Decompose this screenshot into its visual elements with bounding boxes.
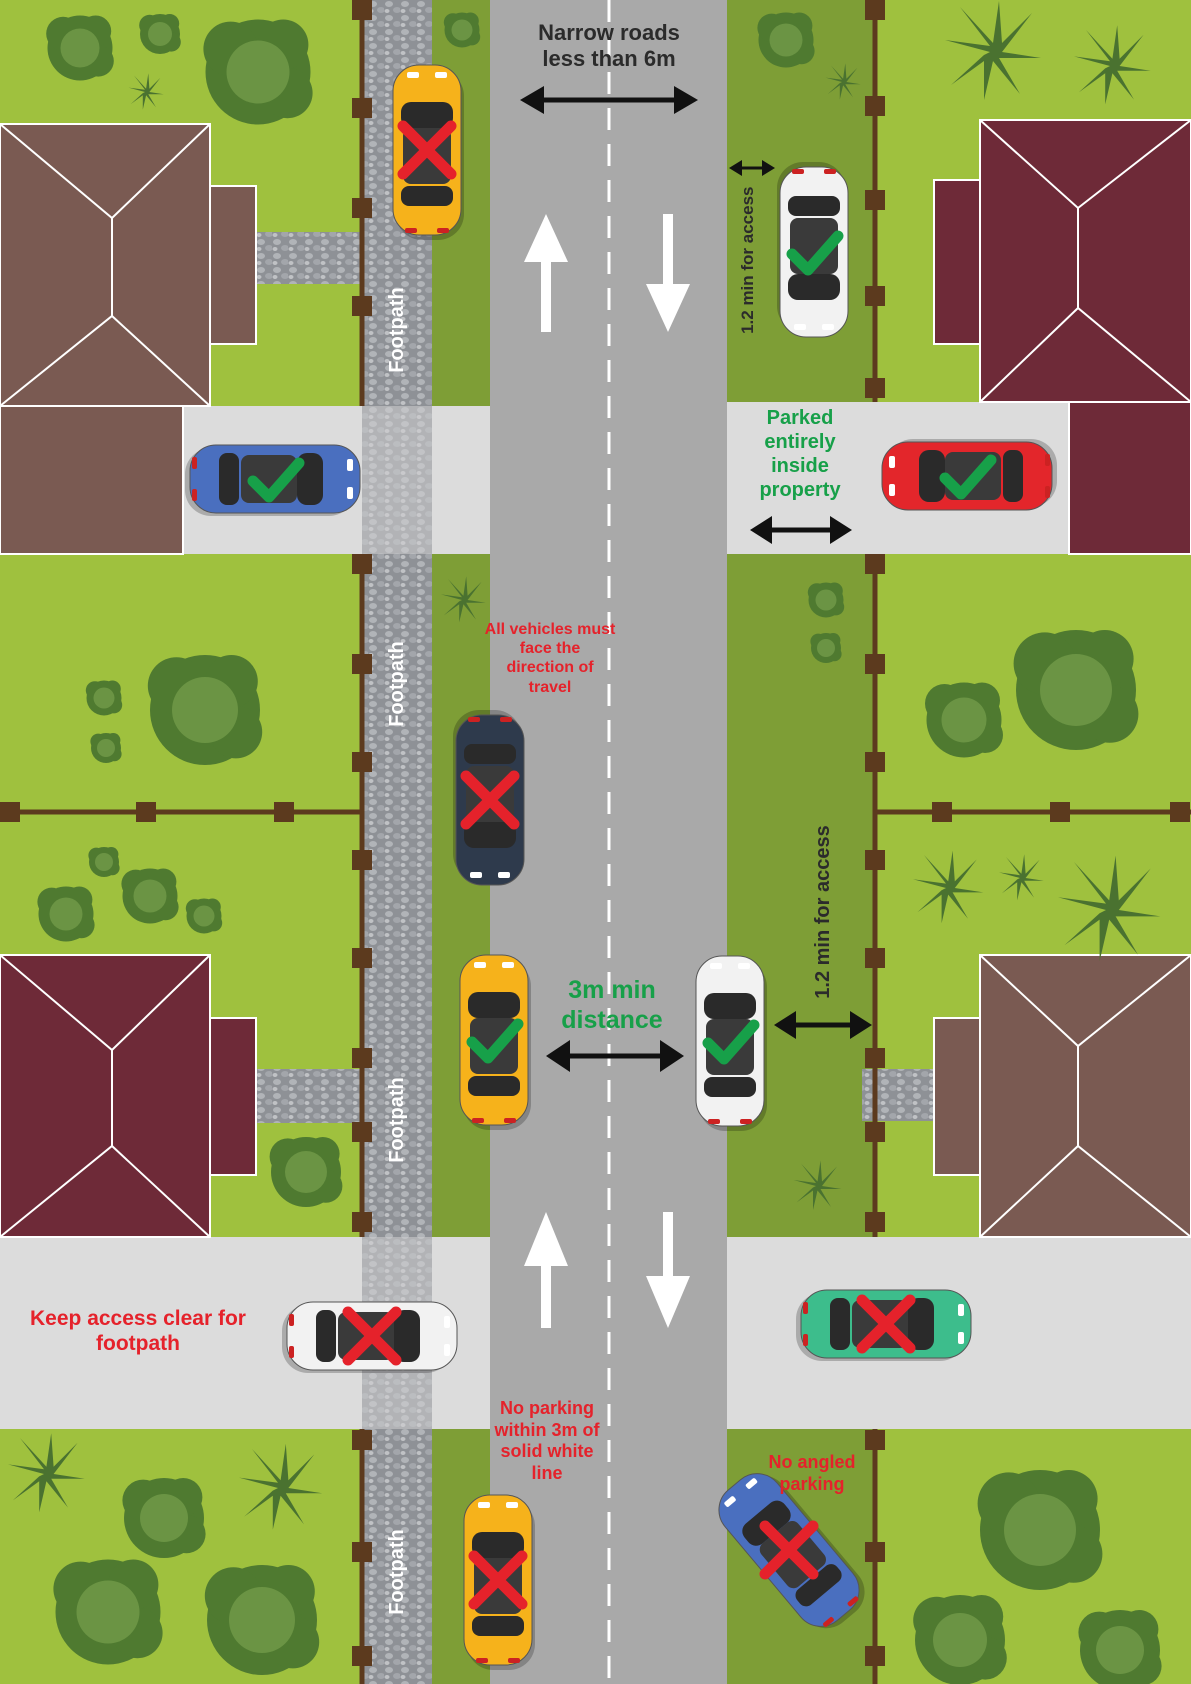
red-cross-icon [759, 1520, 819, 1580]
pickup-truck-wrong-direction [453, 710, 525, 886]
yellow-car-top-left [392, 64, 464, 240]
red-cross-icon [856, 1294, 916, 1354]
garage-top-left [0, 405, 184, 555]
narrow-roads-label: Narrow roads less than 6m [538, 20, 680, 72]
blue-car-driveway-left [185, 444, 361, 516]
vehicles [185, 64, 1057, 1670]
house-mid-left [0, 954, 257, 1238]
footpath-strip [362, 0, 432, 1684]
min-access-label-mid: 1.2 min for access [812, 825, 834, 999]
blue-car-angled [718, 1473, 865, 1629]
footpath-label-2: Footpath [386, 641, 408, 727]
red-cross-icon [460, 770, 520, 830]
red-cross-icon [342, 1306, 402, 1366]
parked-inside-label: Parked entirely inside property [759, 407, 841, 501]
garage-top-right [1068, 401, 1191, 555]
white-car-top-right [777, 162, 849, 338]
footpath-label-3: Footpath [386, 1077, 408, 1163]
house-top-right [933, 119, 1191, 403]
face-direction-label: All vehicles must face the direction of … [484, 621, 616, 696]
red-cross-icon [397, 120, 457, 180]
white-arrow-icon [524, 214, 690, 1328]
front-path-top-left [256, 232, 362, 284]
keep-access-label: Keep access clear for footpath [30, 1307, 246, 1356]
white-car-blocking-footpath [282, 1301, 458, 1373]
yellow-car-middle [459, 954, 531, 1130]
dimension-arrows [520, 86, 872, 1072]
green-tick-icon [466, 1018, 524, 1064]
footpath-label-1: Footpath [386, 287, 408, 373]
green-tick-icon [702, 1019, 760, 1065]
green-tick-icon [247, 457, 305, 503]
green-tick-icon [939, 454, 997, 500]
min-access-label-top: 1.2 min for access [737, 186, 757, 334]
green-car-driveway [796, 1289, 972, 1361]
min-distance-label: 3m min distance [561, 976, 663, 1034]
red-car-driveway-right [881, 439, 1057, 511]
yellow-car-bottom [463, 1494, 535, 1670]
red-cross-icon [468, 1550, 528, 1610]
no-angled-label: No angled parking [768, 1452, 856, 1494]
front-path-mid-left [256, 1069, 362, 1123]
no-parking-3m-label: No parking within 3m of solid white line [494, 1398, 600, 1483]
white-car-middle [695, 955, 767, 1131]
green-tick-icon [786, 230, 844, 276]
house-mid-right [933, 954, 1191, 1238]
footpath-label-4: Footpath [386, 1529, 408, 1615]
